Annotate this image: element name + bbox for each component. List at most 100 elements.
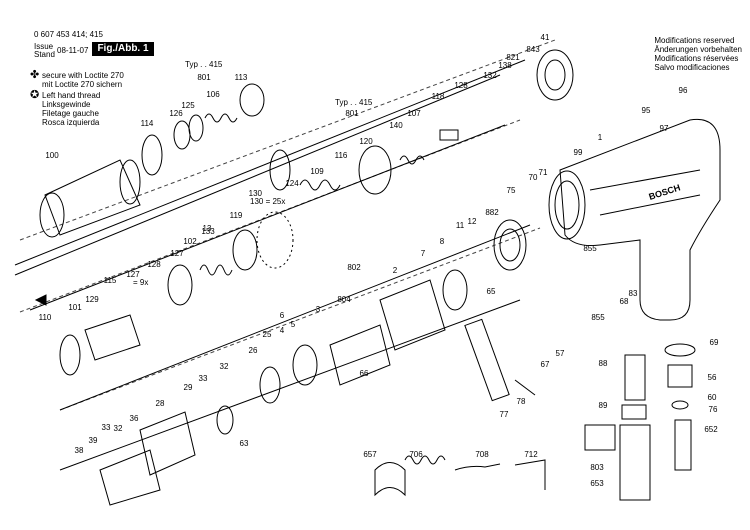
part-label-855b: 855 [591,313,605,322]
part-label-101: 101 [68,303,82,312]
part-label-802: 802 [347,263,361,272]
part-label-125: 125 [181,101,195,110]
issue-label: Issue [34,42,54,51]
part-label-39: 39 [89,436,98,445]
part-label-11: 11 [456,221,465,230]
part-label-129: 129 [85,295,99,304]
mod-line-es: Salvo modificaciones [654,63,730,72]
part-label-133: 133 [201,227,215,236]
typ-label-middle: Typ . . 415 [335,98,373,107]
part-label-28: 28 [156,399,165,408]
part-label-32a: 32 [220,362,229,371]
mod-line-en: Modifications reserved [654,36,735,45]
loctite-line-de: mit Loctite 270 sichern [42,80,123,89]
part-label-5: 5 [291,320,296,329]
part-label-138: 138 [498,61,512,70]
part-label-120: 120 [359,137,373,146]
part-label-3: 3 [316,305,321,314]
part-label-115: 115 [104,276,117,285]
part-100-sleeve [39,159,141,238]
part-78-pin [514,379,536,396]
part-label-2: 2 [393,266,398,275]
tool-housing [548,118,721,321]
part-label-118: 118 [432,92,445,101]
part-label-8: 8 [440,237,445,246]
part-label-100: 100 [45,151,59,160]
part-label-107: 107 [407,109,421,118]
part-label-855a: 855 [583,244,597,253]
part-label-127a: 127 [170,249,184,258]
issue-date: 08-11-07 [57,46,89,55]
lower-band-parts [99,269,468,506]
loctite-note: secure with Loctite 270 mit Loctite 270 … [42,71,124,89]
part-label-6: 6 [280,311,285,320]
part-label-127b: 127 [126,270,140,279]
part-label-97: 97 [660,124,669,133]
part-label-67: 67 [541,360,550,369]
part-label-63: 63 [240,439,249,448]
part-77-handle [464,318,510,402]
part-label-57: 57 [556,349,565,358]
part-label-88: 88 [599,359,608,368]
pin-count-note: = 9x [133,278,148,287]
part-label-26: 26 [249,346,258,355]
part-label-66: 66 [360,369,369,378]
part-label-110: 110 [39,313,52,322]
loctite-line-en: secure with Loctite 270 [42,71,124,80]
figure-label: Fig./Abb. 1 [92,42,154,56]
stand-label: Stand [34,50,55,59]
part-label-653: 653 [590,479,604,488]
part-label-652: 652 [704,425,718,434]
part-label-119: 119 [230,211,243,220]
part-label-95: 95 [642,106,651,115]
band-borders [14,59,531,471]
part-label-13: 13 [203,224,212,233]
part-label-12: 12 [468,217,477,226]
arrow-left-icon [34,294,47,306]
part-label-71: 71 [539,168,548,177]
left-hand-thread-note: Left hand thread Linksgewinde Filetage g… [42,91,100,127]
part-label-69: 69 [710,338,719,347]
brand-logo: BOSCH [648,182,682,202]
left-hand-line-es: Rosca izquierda [42,118,100,127]
part-label-102: 102 [183,237,197,246]
part-label-75: 75 [507,186,516,195]
part-label-712: 712 [524,450,538,459]
part-label-29: 29 [184,383,193,392]
part-label-128a: 128 [147,260,161,269]
part-label-68: 68 [620,297,629,306]
part-label-1: 1 [598,133,603,142]
part-label-32b: 32 [114,424,123,433]
part-label-96: 96 [679,86,688,95]
mod-line-fr: Modifications réservées [654,54,739,63]
middle-band-parts [59,211,527,376]
part-label-33a: 33 [199,374,208,383]
part-label-70: 70 [529,173,538,182]
part-label-132: 132 [483,71,497,80]
part-label-89: 89 [599,401,608,410]
part-label-38: 38 [75,446,84,455]
part-label-882: 882 [485,208,499,217]
part-label-114: 114 [141,119,154,128]
right-side-parts [584,343,696,501]
part-label-7: 7 [421,249,426,258]
part-label-41: 41 [541,33,550,42]
part-label-60: 60 [708,393,717,402]
part-label-116: 116 [335,151,348,160]
ball-count-note: 130 = 25x [250,197,285,206]
part-label-83: 83 [629,289,638,298]
part-label-801a: 801 [197,73,211,82]
part-label-106: 106 [206,90,220,99]
left-hand-line-de: Linksgewinde [42,100,91,109]
part-label-128b: 128 [454,81,468,90]
part-label-113: 113 [235,73,248,82]
left-hand-line-en: Left hand thread [42,91,101,100]
typ-label-top: Typ . . 415 [185,60,223,69]
part-label-4: 4 [280,326,285,335]
part-label-109: 109 [310,167,324,176]
part-label-78: 78 [517,397,526,406]
part-label-36: 36 [130,414,139,423]
part-label-657: 657 [363,450,377,459]
part-label-821: 821 [506,53,520,62]
